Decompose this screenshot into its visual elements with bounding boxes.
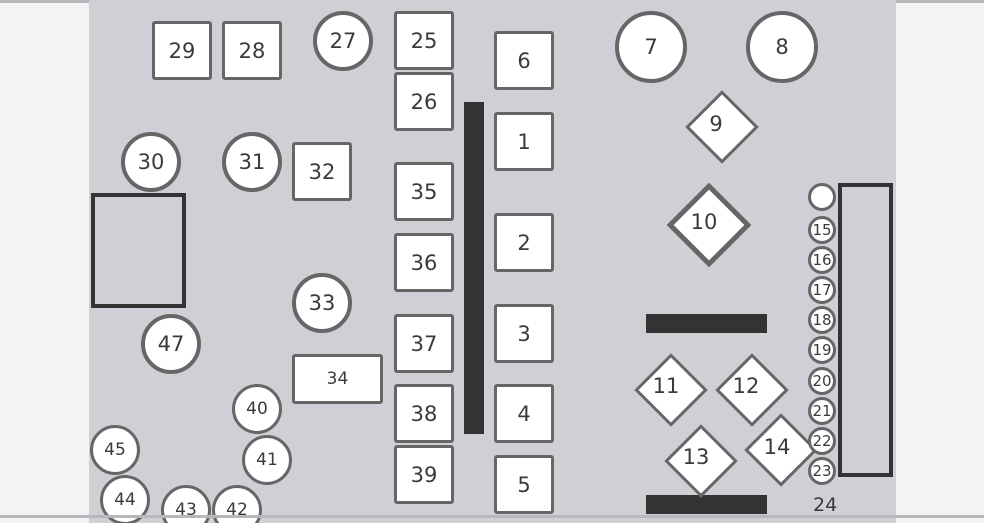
stool-unlabeled[interactable] bbox=[808, 183, 836, 211]
table-28[interactable]: 28 bbox=[222, 21, 282, 80]
table-31[interactable]: 31 bbox=[222, 132, 282, 192]
table-7[interactable]: 7 bbox=[615, 11, 687, 83]
table-37[interactable]: 37 bbox=[394, 314, 454, 373]
table-14[interactable]: 14 bbox=[763, 435, 791, 459]
stool-20[interactable]: 20 bbox=[808, 367, 836, 395]
table-35[interactable]: 35 bbox=[394, 162, 454, 221]
stool-21[interactable]: 21 bbox=[808, 397, 836, 425]
table-26[interactable]: 26 bbox=[394, 72, 454, 131]
stool-15[interactable]: 15 bbox=[808, 216, 836, 244]
table-2[interactable]: 2 bbox=[494, 213, 554, 272]
table-30[interactable]: 30 bbox=[121, 132, 181, 192]
table-3[interactable]: 3 bbox=[494, 304, 554, 363]
table-33[interactable]: 33 bbox=[292, 273, 352, 333]
counter-bar-lower bbox=[646, 495, 767, 514]
right-bar-outline bbox=[838, 183, 893, 477]
stool-18[interactable]: 18 bbox=[808, 306, 836, 334]
stool-16[interactable]: 16 bbox=[808, 246, 836, 274]
table-41[interactable]: 41 bbox=[242, 435, 292, 485]
left-booth-outline bbox=[91, 193, 186, 308]
table-8[interactable]: 8 bbox=[746, 11, 818, 83]
table-38[interactable]: 38 bbox=[394, 384, 454, 443]
table-45[interactable]: 45 bbox=[90, 425, 140, 475]
table-13[interactable]: 13 bbox=[682, 445, 710, 469]
stool-23[interactable]: 23 bbox=[808, 457, 836, 485]
table-1[interactable]: 1 bbox=[494, 112, 554, 171]
stool-17[interactable]: 17 bbox=[808, 276, 836, 304]
table-4[interactable]: 4 bbox=[494, 384, 554, 443]
floor-plan-canvas: 29 28 27 25 26 35 36 37 38 39 6 1 2 3 4 … bbox=[89, 0, 896, 523]
table-11[interactable]: 11 bbox=[652, 374, 680, 398]
table-6[interactable]: 6 bbox=[494, 31, 554, 90]
table-32[interactable]: 32 bbox=[292, 142, 352, 201]
table-12[interactable]: 12 bbox=[732, 374, 760, 398]
table-36[interactable]: 36 bbox=[394, 233, 454, 292]
table-40[interactable]: 40 bbox=[232, 384, 282, 434]
table-39[interactable]: 39 bbox=[394, 445, 454, 504]
table-10[interactable]: 10 bbox=[690, 210, 718, 234]
table-34[interactable]: 34 bbox=[292, 354, 383, 404]
bottom-border bbox=[0, 515, 984, 518]
center-divider-wall bbox=[464, 102, 484, 434]
counter-bar-upper bbox=[646, 314, 767, 333]
stool-22[interactable]: 22 bbox=[808, 427, 836, 455]
table-29[interactable]: 29 bbox=[152, 21, 212, 80]
stool-19[interactable]: 19 bbox=[808, 336, 836, 364]
table-25[interactable]: 25 bbox=[394, 11, 454, 70]
table-9[interactable]: 9 bbox=[709, 112, 723, 136]
stool-24-label[interactable]: 24 bbox=[813, 494, 838, 516]
table-27[interactable]: 27 bbox=[313, 11, 373, 71]
table-5[interactable]: 5 bbox=[494, 455, 554, 514]
table-47[interactable]: 47 bbox=[141, 314, 201, 374]
